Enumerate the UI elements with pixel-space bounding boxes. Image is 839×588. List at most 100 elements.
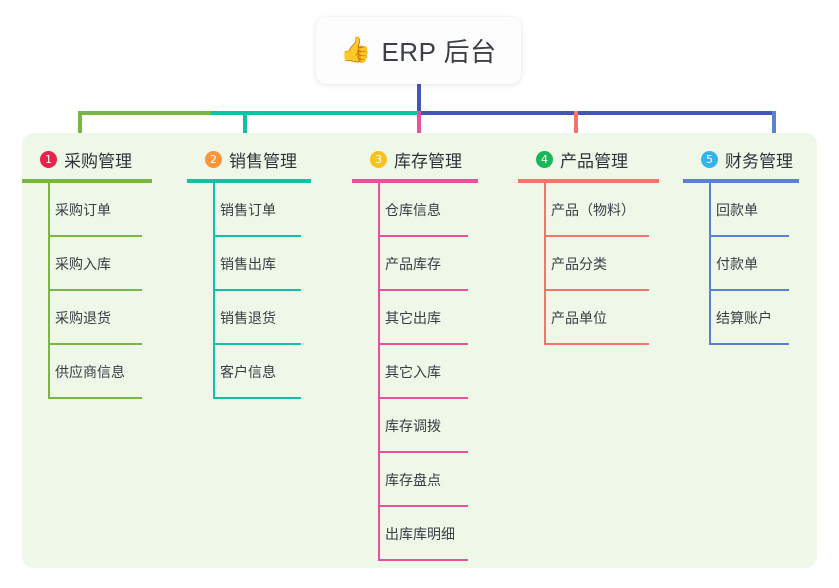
leaf-label: 产品分类 xyxy=(551,256,607,272)
branch-rule-2 xyxy=(187,179,311,183)
leaf-rule xyxy=(544,235,649,237)
leaf-node[interactable]: 供应商信息 xyxy=(22,345,152,399)
leaf-node[interactable]: 付款单 xyxy=(683,237,799,291)
leaf-rule xyxy=(378,289,468,291)
leaf-rule xyxy=(544,289,649,291)
branch-items-5: 回款单付款单结算账户 xyxy=(683,183,799,345)
leaf-label: 其它出库 xyxy=(385,310,441,326)
root-node-erp-backend[interactable]: 👍 ERP 后台 xyxy=(316,17,521,84)
branch-column-5: 5 财务管理回款单付款单结算账户 xyxy=(683,147,799,345)
leaf-label: 采购订单 xyxy=(55,202,111,218)
leaf-label: 采购入库 xyxy=(55,256,111,272)
leaf-label: 出库库明细 xyxy=(385,526,455,542)
leaf-label: 供应商信息 xyxy=(55,364,125,380)
leaf-label: 销售退货 xyxy=(220,310,276,326)
branch-stem-4 xyxy=(544,183,546,345)
leaf-rule xyxy=(378,343,468,345)
leaf-node[interactable]: 其它入库 xyxy=(352,345,478,399)
leaf-node[interactable]: 仓库信息 xyxy=(352,183,478,237)
branch-title-3: 库存管理 xyxy=(394,151,462,171)
leaf-node[interactable]: 销售出库 xyxy=(187,237,311,291)
leaf-node[interactable]: 库存调拨 xyxy=(352,399,478,453)
leaf-rule xyxy=(378,235,468,237)
branch-header-5[interactable]: 5 财务管理 xyxy=(683,147,799,171)
leaf-node[interactable]: 销售退货 xyxy=(187,291,311,345)
leaf-rule xyxy=(48,343,142,345)
leaf-rule xyxy=(213,343,301,345)
leaf-rule xyxy=(48,235,142,237)
branch-items-4: 产品（物料） 产品分类产品单位 xyxy=(518,183,659,345)
branch-badge-3: 3 xyxy=(370,150,387,168)
leaf-rule xyxy=(709,289,789,291)
branch-drop-1 xyxy=(78,111,82,152)
leaf-node[interactable]: 库存盘点 xyxy=(352,453,478,507)
leaf-label: 库存盘点 xyxy=(385,472,441,488)
branch-badge-4: 4 xyxy=(536,150,553,168)
leaf-node[interactable]: 采购退货 xyxy=(22,291,152,345)
branch-header-4[interactable]: 4 产品管理 xyxy=(518,147,659,171)
root-node-title: ERP 后台 xyxy=(381,37,497,67)
leaf-node[interactable]: 客户信息 xyxy=(187,345,311,399)
branch-rule-4 xyxy=(518,179,659,183)
leaf-node[interactable]: 结算账户 xyxy=(683,291,799,345)
branch-drop-4 xyxy=(574,111,578,152)
branch-badge-5: 5 xyxy=(701,150,718,168)
leaf-label: 销售订单 xyxy=(220,202,276,218)
leaf-node[interactable]: 其它出库 xyxy=(352,291,478,345)
branch-badge-2: 2 xyxy=(205,150,222,168)
branch-items-1: 采购订单采购入库采购退货供应商信息 xyxy=(22,183,152,399)
leaf-label: 产品（物料） xyxy=(551,202,635,218)
leaf-label: 仓库信息 xyxy=(385,202,441,218)
leaf-node[interactable]: 采购订单 xyxy=(22,183,152,237)
root-connector-stem xyxy=(417,84,421,111)
leaf-rule xyxy=(48,289,142,291)
leaf-node[interactable]: 产品（物料） xyxy=(518,183,659,237)
leaf-rule xyxy=(213,235,301,237)
leaf-rule xyxy=(213,289,301,291)
bus-segment-blue xyxy=(417,111,776,115)
branch-rule-3 xyxy=(352,179,478,183)
branch-title-4: 产品管理 xyxy=(560,151,628,171)
branch-drop-2 xyxy=(243,111,247,152)
branch-drop-5 xyxy=(772,111,776,152)
leaf-rule xyxy=(378,505,468,507)
leaf-label: 产品单位 xyxy=(551,310,607,326)
leaf-node[interactable]: 产品分类 xyxy=(518,237,659,291)
leaf-label: 采购退货 xyxy=(55,310,111,326)
leaf-rule xyxy=(213,397,301,399)
branch-title-2: 销售管理 xyxy=(229,151,297,171)
leaf-node[interactable]: 销售订单 xyxy=(187,183,311,237)
branch-column-3: 3 库存管理仓库信息产品库存其它出库其它入库库存调拨库存盘点出库库明细 xyxy=(352,147,478,561)
branch-column-2: 2 销售管理销售订单销售出库销售退货客户信息 xyxy=(187,147,311,399)
branch-stem-2 xyxy=(213,183,215,399)
leaf-label: 库存调拨 xyxy=(385,418,441,434)
leaf-label: 其它入库 xyxy=(385,364,441,380)
branch-column-4: 4 产品管理产品（物料） 产品分类产品单位 xyxy=(518,147,659,345)
leaf-rule xyxy=(378,397,468,399)
thumbs-up-icon: 👍 xyxy=(340,36,372,64)
leaf-rule xyxy=(378,451,468,453)
leaf-node[interactable]: 产品单位 xyxy=(518,291,659,345)
leaf-label: 回款单 xyxy=(716,202,758,218)
branch-header-2[interactable]: 2 销售管理 xyxy=(187,147,311,171)
leaf-rule xyxy=(48,397,142,399)
leaf-label: 产品库存 xyxy=(385,256,441,272)
leaf-label: 客户信息 xyxy=(220,364,276,380)
leaf-node[interactable]: 产品库存 xyxy=(352,237,478,291)
branch-drop-3 xyxy=(417,111,421,152)
leaf-rule xyxy=(544,343,649,345)
branch-items-2: 销售订单销售出库销售退货客户信息 xyxy=(187,183,311,399)
leaf-node[interactable]: 采购入库 xyxy=(22,237,152,291)
branch-header-3[interactable]: 3 库存管理 xyxy=(352,147,478,171)
branch-items-3: 仓库信息产品库存其它出库其它入库库存调拨库存盘点出库库明细 xyxy=(352,183,478,561)
branch-title-5: 财务管理 xyxy=(725,151,793,171)
branch-title-1: 采购管理 xyxy=(64,151,132,171)
branch-stem-3 xyxy=(378,183,380,561)
branch-rule-5 xyxy=(683,179,799,183)
leaf-label: 销售出库 xyxy=(220,256,276,272)
leaf-node[interactable]: 回款单 xyxy=(683,183,799,237)
leaf-label: 结算账户 xyxy=(716,310,772,326)
leaf-node[interactable]: 出库库明细 xyxy=(352,507,478,561)
